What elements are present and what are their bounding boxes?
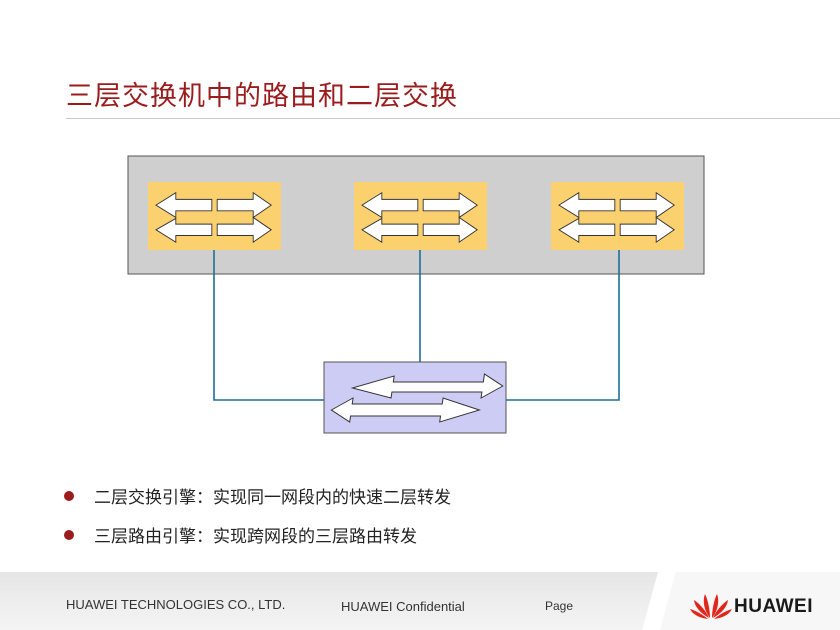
bullet-item: 二层交换引擎：实现同一网段内的快速二层转发 bbox=[64, 476, 451, 515]
switch-architecture-diagram bbox=[127, 155, 705, 434]
footer-company: HUAWEI TECHNOLOGIES CO., LTD. bbox=[66, 597, 286, 612]
bullet-dot-icon bbox=[64, 490, 74, 501]
routing-engine bbox=[323, 361, 507, 434]
footer-background bbox=[0, 572, 840, 630]
footer-page-label: Page bbox=[545, 599, 574, 613]
footer-bar bbox=[0, 572, 840, 630]
link-lines bbox=[213, 250, 620, 401]
bullet-text: 三层路由引擎：实现跨网段的三层路由转发 bbox=[94, 527, 417, 547]
router-arrows-icon bbox=[330, 373, 504, 423]
title-divider bbox=[66, 118, 840, 119]
huawei-logo-text: HUAWEI bbox=[734, 596, 813, 617]
layer2-switch-2 bbox=[354, 182, 487, 250]
slide-title: 三层交换机中的路由和二层交换 bbox=[66, 81, 458, 112]
footer-confidential: HUAWEI Confidential bbox=[341, 599, 465, 614]
bullet-item: 三层路由引擎：实现跨网段的三层路由转发 bbox=[64, 515, 451, 554]
layer2-switch-1 bbox=[148, 182, 281, 250]
layer2-switch-3 bbox=[551, 182, 684, 250]
bullet-dot-icon bbox=[64, 529, 74, 540]
huawei-logo-icon bbox=[690, 594, 732, 619]
bullet-list: 二层交换引擎：实现同一网段内的快速二层转发 三层路由引擎：实现跨网段的三层路由转… bbox=[64, 476, 451, 554]
bullet-text: 二层交换引擎：实现同一网段内的快速二层转发 bbox=[94, 488, 451, 508]
